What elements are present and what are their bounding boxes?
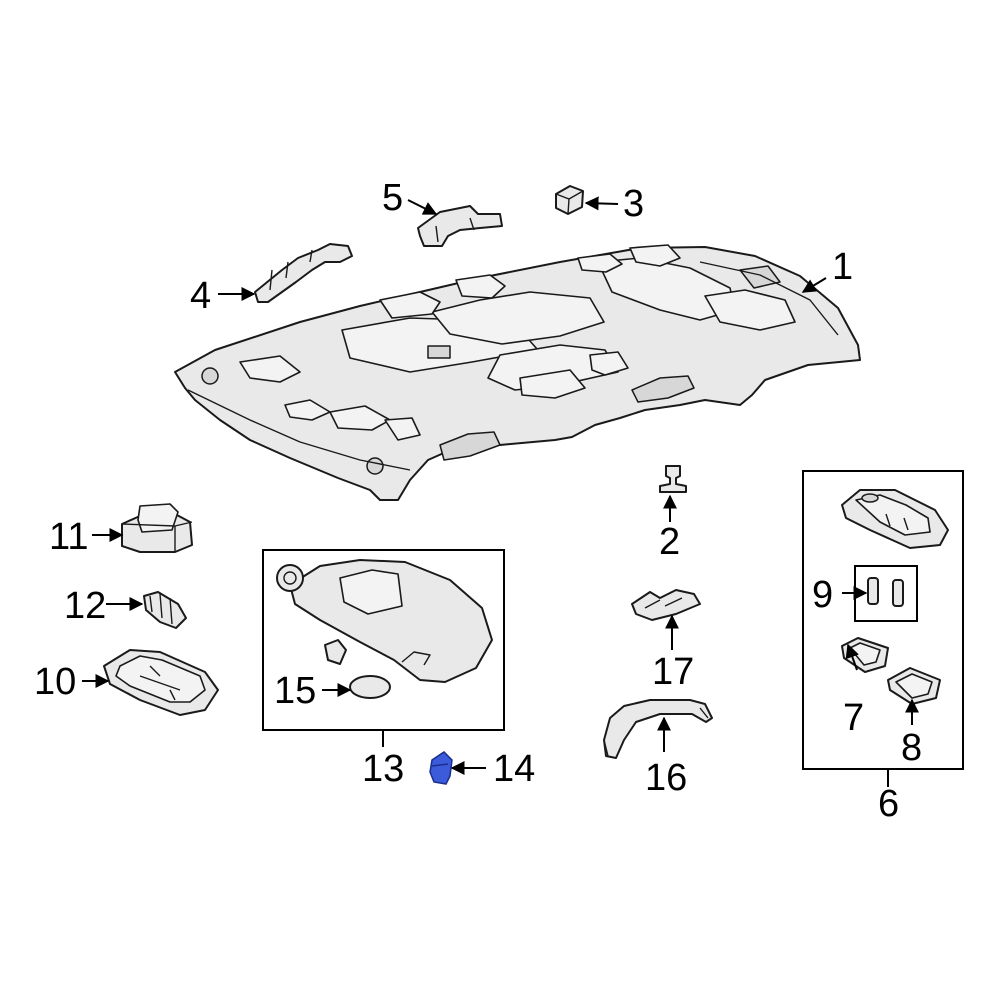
callout-3: 3 [623, 183, 644, 225]
highlighted-clip-shape [429, 751, 453, 785]
clip-part[interactable] [659, 465, 687, 493]
cap-part[interactable] [555, 185, 584, 215]
visor-clip-part[interactable] [324, 639, 347, 665]
headliner-part[interactable] [174, 244, 861, 501]
callout-12: 12 [64, 585, 106, 627]
visor-cap-part-15[interactable] [349, 675, 391, 699]
lamp-cover-part[interactable] [103, 649, 219, 716]
callout-1: 1 [832, 246, 853, 288]
lamp-assembly-part[interactable] [841, 489, 949, 549]
callout-8: 8 [901, 727, 922, 769]
callout-9: 9 [812, 574, 833, 616]
grab-handle-part[interactable] [603, 699, 713, 759]
callout-7: 7 [843, 697, 864, 739]
holder-part[interactable] [631, 589, 701, 621]
callout-13: 13 [362, 748, 404, 790]
callout-17: 17 [652, 651, 694, 693]
callout-5: 5 [382, 177, 403, 219]
sun-visor-part[interactable] [276, 559, 493, 683]
callout-14: 14 [493, 748, 535, 790]
callout-labels: 1 2 3 4 5 6 7 8 9 10 11 12 13 14 15 16 1… [34, 177, 922, 825]
callout-10: 10 [34, 661, 76, 703]
lens-part-7[interactable] [841, 637, 889, 673]
callout-11: 11 [49, 516, 88, 558]
callout-6: 6 [878, 783, 899, 825]
highlighted-clip-part[interactable] [429, 751, 453, 785]
bulb-set-part[interactable] [867, 577, 904, 607]
lens-part-8[interactable] [887, 667, 941, 705]
callout-2: 2 [659, 521, 680, 563]
bracket-part-upper[interactable] [417, 205, 503, 247]
lamp-assembly-group-box [802, 470, 964, 770]
bulb-part[interactable] [143, 591, 187, 629]
callout-4: 4 [190, 275, 211, 317]
module-part[interactable] [121, 503, 193, 553]
callout-16: 16 [645, 757, 687, 799]
leader-lines [82, 196, 919, 787]
callout-15: 15 [274, 670, 316, 712]
bracket-part[interactable] [254, 243, 353, 303]
